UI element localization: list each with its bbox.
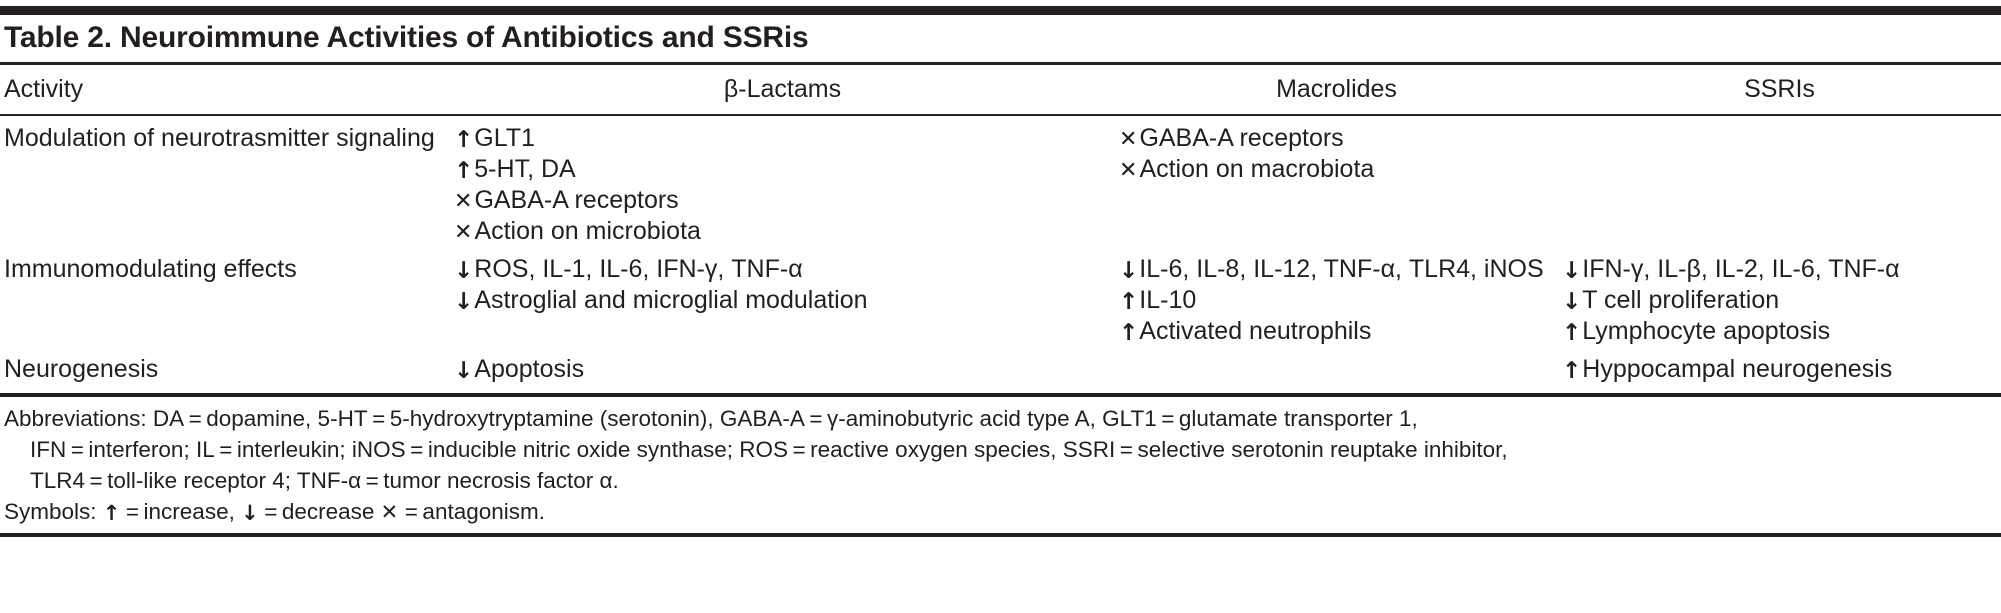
- up-arrow-icon: ↑: [1119, 320, 1139, 347]
- betalactams-cell: ↑GLT1↑5-HT, DA✕GABA-A receptors✕Action o…: [450, 116, 1115, 247]
- symbols-legend: Symbols: ↑ = increase, ↓ = decrease ✕ = …: [4, 497, 1997, 528]
- down-arrow-icon: ↓: [454, 358, 474, 385]
- up-arrow-icon: ↑: [1562, 320, 1582, 347]
- up-arrow-icon: ↑: [454, 127, 474, 154]
- activity-cell: Modulation of neurotrasmitter signaling: [4, 124, 435, 153]
- column-header-ssris: SSRIs: [1744, 74, 1815, 103]
- down-arrow-icon: ↓: [1119, 258, 1139, 285]
- symbols-antagonism-text: = antagonism.: [400, 498, 546, 524]
- down-arrow-icon: ↓: [454, 289, 474, 316]
- entry-line: ↑Hyppocampal neurogenesis: [1562, 354, 2001, 385]
- cross-icon: ✕: [1119, 158, 1138, 184]
- entry-line: ↓Astroglial and microglial modulation: [454, 285, 1115, 316]
- entry-line: ✕Action on microbiota: [454, 216, 1115, 247]
- macrolides-cell: ↓IL-6, IL-8, IL-12, TNF-α, TLR4, iNOS↑IL…: [1115, 247, 1558, 347]
- header-rule: [0, 114, 2001, 117]
- entry-line: ↓ROS, IL-1, IL-6, IFN-γ, TNF-α: [454, 254, 1115, 285]
- entry-text: Action on microbiota: [474, 217, 701, 246]
- ssris-cell: ↓IFN-γ, IL-β, IL-2, IL-6, TNF-α↓T cell p…: [1558, 247, 2001, 347]
- cross-icon: ✕: [454, 189, 473, 215]
- down-arrow-icon: ↓: [1562, 289, 1582, 316]
- entry-text: Apoptosis: [474, 355, 585, 384]
- betalactams-cell: ↓Apoptosis: [450, 347, 1115, 393]
- macrolides-cell: ✕GABA-A receptors✕Action on macrobiota: [1115, 116, 1558, 247]
- symbols-label: Symbols:: [4, 498, 103, 524]
- entry-line: ✕GABA-A receptors: [454, 185, 1115, 216]
- entry-text: IL-6, IL-8, IL-12, TNF-α, TLR4, iNOS: [1139, 255, 1544, 284]
- entry-text: Activated neutrophils: [1139, 317, 1372, 346]
- top-rule: [0, 6, 2001, 15]
- cross-icon: ✕: [454, 220, 473, 246]
- entry-text: T cell proliferation: [1582, 286, 1780, 315]
- column-header-activity: Activity: [4, 74, 84, 103]
- table-footnotes: Abbreviations: DA = dopamine, 5-HT = 5-h…: [0, 397, 2001, 533]
- abbreviations-line-1: Abbreviations: DA = dopamine, 5-HT = 5-h…: [4, 406, 1418, 432]
- entry-line: ↓Apoptosis: [454, 354, 1115, 385]
- symbols-decrease-text: = decrease: [259, 498, 381, 524]
- table-title: Table 2. Neuroimmune Activities of Antib…: [4, 21, 809, 54]
- entry-text: Lymphocyte apoptosis: [1582, 317, 1831, 346]
- entry-text: IFN-γ, IL-β, IL-2, IL-6, TNF-α: [1582, 255, 1900, 284]
- symbols-increase-text: = increase,: [121, 498, 242, 524]
- entry-line: ↑GLT1: [454, 123, 1115, 154]
- table-row: Modulation of neurotrasmitter signaling ↑…: [0, 116, 2001, 247]
- activity-cell: Immunomodulating effects: [4, 255, 297, 284]
- betalactams-cell: ↓ROS, IL-1, IL-6, IFN-γ, TNF-α↓Astroglia…: [450, 247, 1115, 347]
- bottom-rule: [0, 533, 2001, 538]
- entry-line: ↑IL-10: [1119, 285, 1558, 316]
- entry-text: GLT1: [474, 124, 535, 153]
- table-header-row: Activity β-Lactams Macrolides SSRIs: [0, 65, 2001, 115]
- table-body: Modulation of neurotrasmitter signaling ↑…: [0, 116, 2001, 393]
- column-header-macrolides: Macrolides: [1276, 74, 1397, 103]
- entry-line: ↑5-HT, DA: [454, 154, 1115, 185]
- cross-icon: ✕: [1119, 127, 1138, 153]
- ssris-cell: ↑Hyppocampal neurogenesis: [1558, 347, 2001, 393]
- entry-text: Astroglial and microglial modulation: [474, 286, 868, 315]
- up-arrow-icon: ↑: [102, 500, 121, 525]
- entry-line: ↑Activated neutrophils: [1119, 316, 1558, 347]
- entry-line: ↑Lymphocyte apoptosis: [1562, 316, 2001, 347]
- entry-text: ROS, IL-1, IL-6, IFN-γ, TNF-α: [474, 255, 803, 284]
- entry-text: GABA-A receptors: [474, 186, 679, 215]
- up-arrow-icon: ↑: [454, 158, 474, 185]
- column-header-betalactams: β-Lactams: [723, 74, 842, 103]
- abbreviations-line-2: IFN = interferon; IL = interleukin; iNOS…: [30, 436, 1508, 462]
- entry-text: 5-HT, DA: [474, 155, 576, 184]
- entry-line: ↓T cell proliferation: [1562, 285, 2001, 316]
- entry-line: ↓IL-6, IL-8, IL-12, TNF-α, TLR4, iNOS: [1119, 254, 1558, 285]
- title-rule: [0, 61, 2001, 65]
- up-arrow-icon: ↑: [1119, 289, 1139, 316]
- entry-text: IL-10: [1139, 286, 1197, 315]
- ssris-cell: [1558, 116, 2001, 247]
- abbreviations-line-3: TLR4 = toll-like receptor 4; TNF-α = tum…: [30, 467, 619, 493]
- down-arrow-icon: ↓: [454, 258, 474, 285]
- down-arrow-icon: ↓: [241, 500, 259, 525]
- table-row: Neurogenesis ↓Apoptosis ↑Hyppocampal neuro…: [0, 347, 2001, 393]
- body-bottom-rule: [0, 393, 2001, 398]
- table-row: Immunomodulating effects↓ROS, IL-1, IL-6…: [0, 247, 2001, 347]
- entry-text: Hyppocampal neurogenesis: [1582, 355, 1893, 384]
- entry-line: ↓IFN-γ, IL-β, IL-2, IL-6, TNF-α: [1562, 254, 2001, 285]
- entry-text: Action on macrobiota: [1139, 155, 1375, 184]
- cross-icon: ✕: [380, 499, 399, 524]
- macrolides-cell: [1115, 347, 1558, 393]
- activity-cell: Neurogenesis: [4, 355, 159, 384]
- down-arrow-icon: ↓: [1562, 258, 1582, 285]
- entry-line: ✕GABA-A receptors: [1119, 123, 1558, 154]
- entry-text: GABA-A receptors: [1139, 124, 1344, 153]
- up-arrow-icon: ↑: [1562, 358, 1582, 385]
- entry-line: ✕Action on macrobiota: [1119, 154, 1558, 185]
